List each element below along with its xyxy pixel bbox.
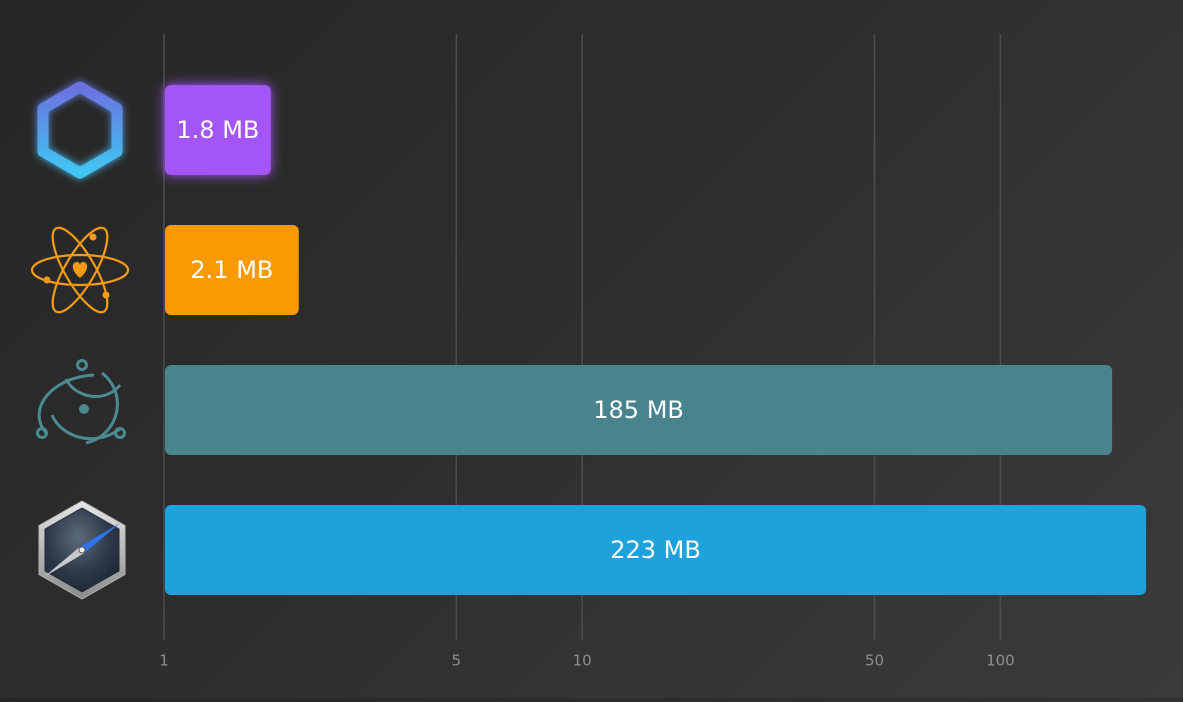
atom-heart-icon [30,226,130,314]
x-tick-label: 100 [986,652,1015,670]
hexagon-icon [37,81,123,179]
bar-value-label: 1.8 MB [176,116,259,144]
bar [165,505,1147,595]
bar-value-label: 185 MB [593,396,684,424]
bar [165,225,299,315]
bar-value-label: 2.1 MB [190,256,273,284]
electron-atom-icon [36,359,126,445]
app-icons [30,81,130,600]
x-tick-label: 50 [865,652,884,670]
x-tick-label: 1 [159,652,169,670]
compass-icon [38,500,126,600]
x-tick-label: 10 [573,652,592,670]
bars: 1.8 MB 2.1 MB 185 MB 223 MB [165,85,1147,595]
x-axis-ticks: 1 5 10 50 100 [159,652,1014,670]
bar [165,365,1113,455]
x-tick-label: 5 [452,652,462,670]
bar-value-label: 223 MB [610,536,701,564]
bar [165,85,271,175]
